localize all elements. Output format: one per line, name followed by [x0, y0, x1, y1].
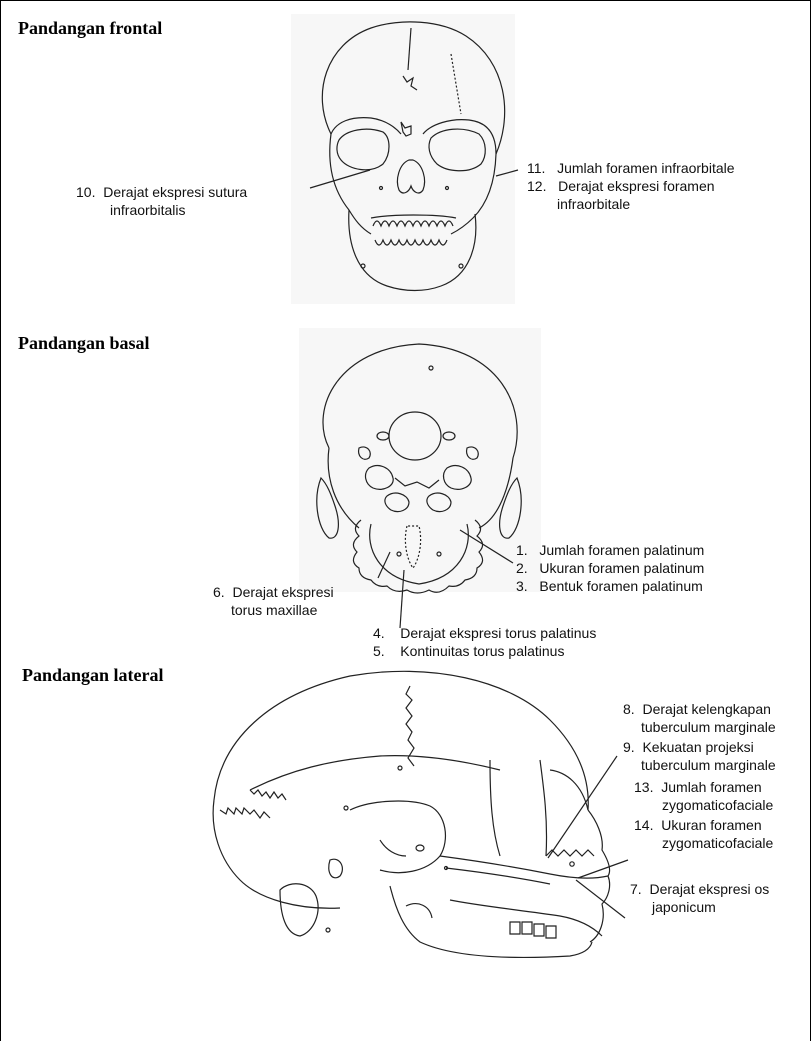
label-9-number: 9. — [623, 738, 635, 756]
label-13-number: 13. — [634, 778, 653, 796]
label-9-line2: tuberculum marginale — [641, 756, 776, 774]
label-9: 9. Kekuatan projeksi — [623, 738, 754, 756]
leader-line-8-9 — [548, 756, 617, 858]
label-14-number: 14. — [634, 816, 653, 834]
label-7-number: 7. — [630, 880, 642, 898]
label-13-line2: zygomaticofaciale — [662, 796, 773, 814]
leader-line-7 — [576, 880, 625, 918]
label-14: 14. Ukuran foramen — [634, 816, 762, 834]
label-14-line2: zygomaticofaciale — [662, 834, 773, 852]
label-8-number: 8. — [623, 700, 635, 718]
label-13: 13. Jumlah foramen — [634, 778, 762, 796]
label-8-line2: tuberculum marginale — [641, 718, 776, 736]
label-7-line2: japonicum — [652, 898, 716, 916]
label-14-text-line1: Ukuran foramen — [661, 817, 761, 833]
label-9-text-line1: Kekuatan projeksi — [642, 739, 753, 755]
label-7: 7. Derajat ekspresi os — [630, 880, 769, 898]
label-8: 8. Derajat kelengkapan — [623, 700, 771, 718]
label-8-text-line1: Derajat kelengkapan — [642, 701, 770, 717]
label-7-text-line1: Derajat ekspresi os — [649, 881, 769, 897]
label-13-text-line1: Jumlah foramen — [661, 779, 761, 795]
leader-line-13-14 — [578, 860, 628, 878]
